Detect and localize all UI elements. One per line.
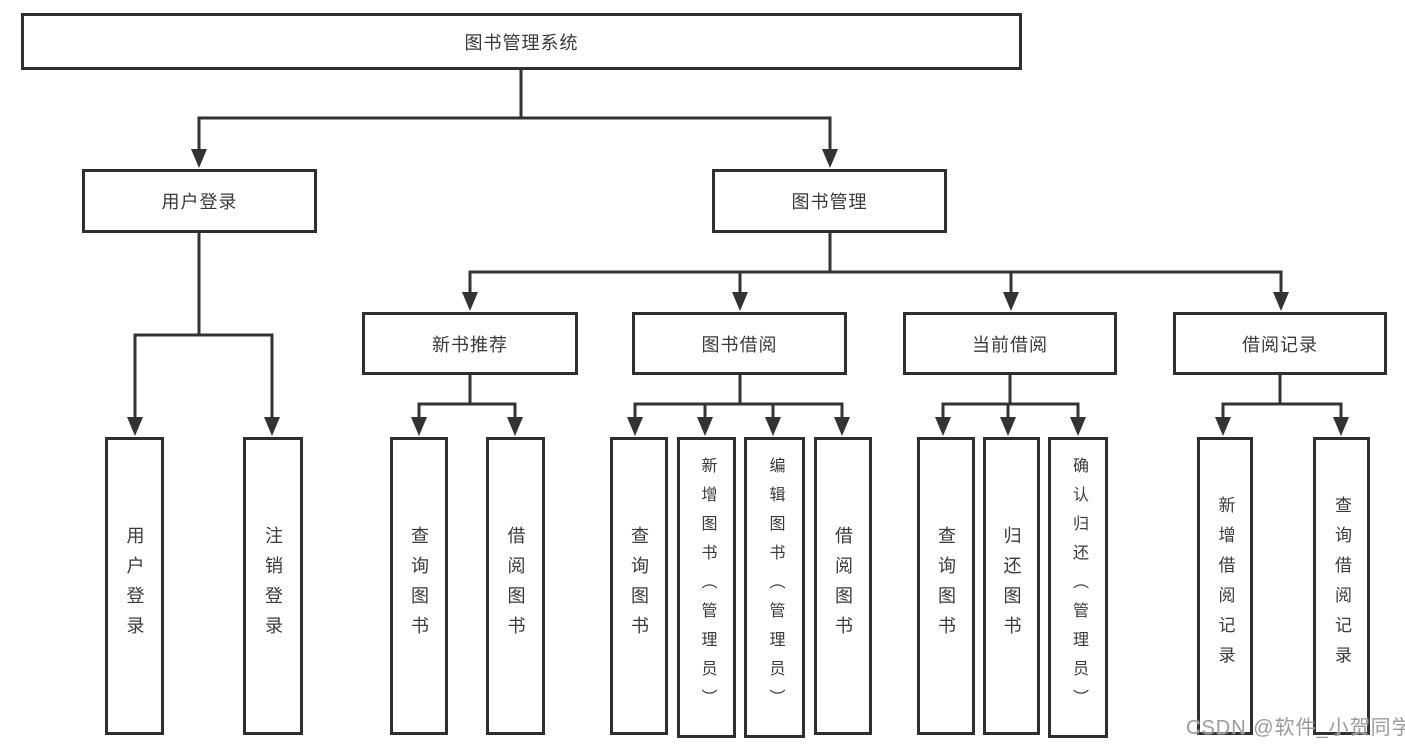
node-label: 当前借阅 bbox=[972, 334, 1048, 355]
node-book-management-branch: 图书管理 bbox=[712, 169, 947, 233]
node-query-borrow-record-leaf: 查询借阅记录 bbox=[1313, 437, 1370, 735]
node-query-books-leaf: 查询图书 bbox=[390, 437, 448, 735]
node-label: 注销登录 bbox=[263, 526, 283, 646]
node-label: 借阅记录 bbox=[1242, 334, 1318, 355]
node-edit-books-admin-leaf: 编辑图书（管理员） bbox=[744, 437, 805, 738]
node-label: 查询图书 bbox=[936, 526, 956, 646]
arrowheads bbox=[127, 118, 1349, 436]
node-query-books-leaf: 查询图书 bbox=[917, 437, 975, 735]
node-label: 新增借阅记录 bbox=[1215, 496, 1235, 676]
node-label: 用户登录 bbox=[161, 192, 238, 212]
node-label: 借阅图书 bbox=[505, 526, 526, 646]
node-add-borrow-record-leaf: 新增借阅记录 bbox=[1197, 437, 1253, 735]
node-label: 新增图书（管理员） bbox=[698, 457, 716, 718]
node-label: 图书管理 bbox=[791, 192, 868, 212]
node-label: 归还图书 bbox=[1001, 526, 1022, 646]
csdn-watermark: CSDN @软件_小贺同学 bbox=[1186, 717, 1405, 739]
node-borrow-books-leaf: 借阅图书 bbox=[486, 437, 545, 735]
node-label: 图书借阅 bbox=[701, 334, 778, 355]
node-add-books-admin-leaf: 新增图书（管理员） bbox=[677, 437, 736, 738]
node-borrowing-records: 借阅记录 bbox=[1173, 312, 1387, 375]
node-label: 图书管理系统 bbox=[464, 32, 579, 53]
node-new-book-recommendation: 新书推荐 bbox=[362, 312, 578, 375]
node-label: 新书推荐 bbox=[432, 334, 508, 355]
node-book-borrowing: 图书借阅 bbox=[632, 312, 847, 375]
node-label: 查询借阅记录 bbox=[1332, 496, 1351, 676]
node-confirm-return-admin-leaf: 确认归还（管理员） bbox=[1048, 437, 1108, 738]
node-label: 借阅图书 bbox=[833, 526, 853, 646]
node-return-books-leaf: 归还图书 bbox=[983, 437, 1040, 735]
node-library-management-system: 图书管理系统 bbox=[21, 13, 1022, 70]
node-user-login-leaf: 用户登录 bbox=[105, 437, 164, 735]
connector-trunks bbox=[133, 66, 1343, 406]
node-query-books-leaf: 查询图书 bbox=[610, 437, 668, 735]
node-label: 编辑图书（管理员） bbox=[766, 457, 784, 718]
node-label: 确认归还（管理员） bbox=[1070, 457, 1087, 718]
node-logout-leaf: 注销登录 bbox=[243, 437, 303, 735]
node-label: 查询图书 bbox=[629, 526, 649, 646]
node-borrow-books-leaf: 借阅图书 bbox=[814, 437, 872, 735]
node-user-login-branch: 用户登录 bbox=[82, 169, 317, 233]
node-label: 查询图书 bbox=[409, 526, 429, 646]
node-current-borrowing: 当前借阅 bbox=[903, 312, 1117, 375]
node-label: 用户登录 bbox=[124, 526, 145, 646]
